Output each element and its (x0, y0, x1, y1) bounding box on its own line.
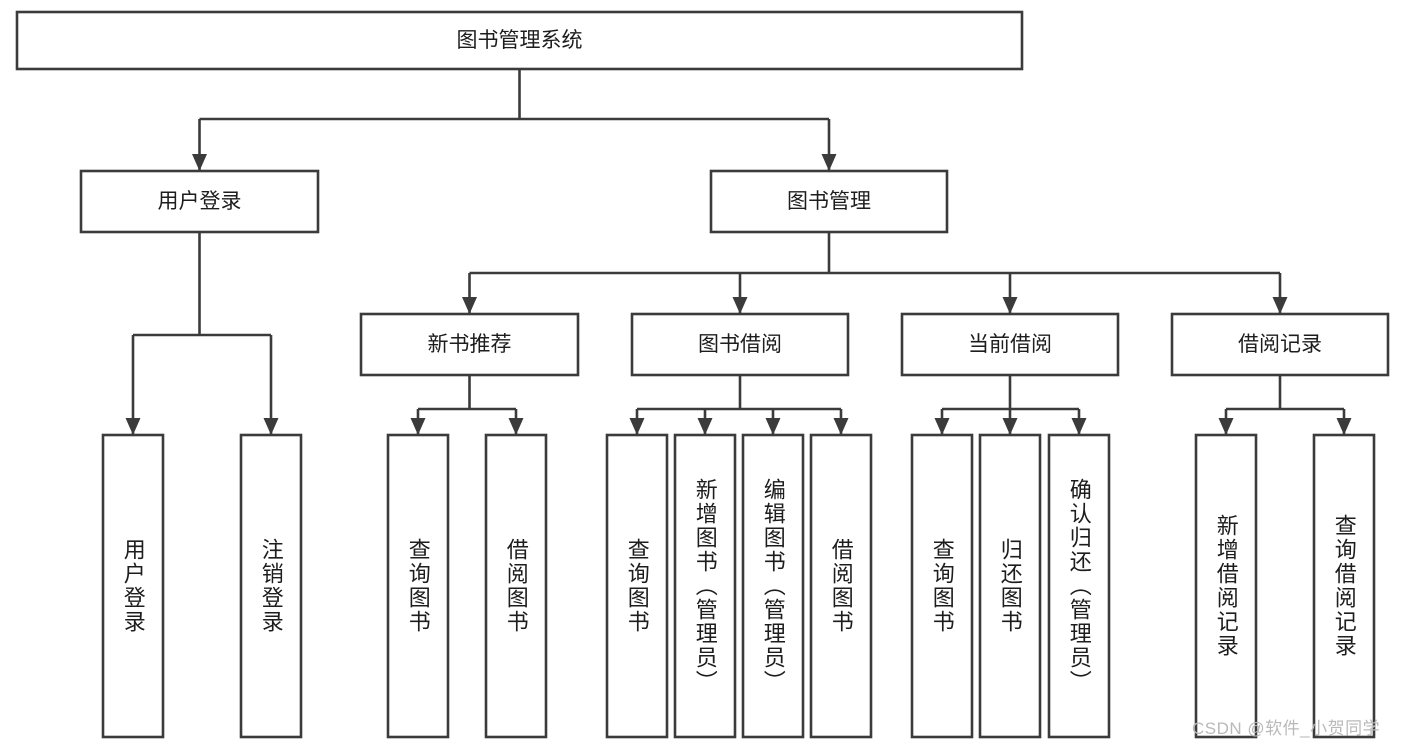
node-box-cb-return-book[interactable] (978, 433, 1042, 739)
arrow-head-icon (1336, 418, 1352, 435)
node-label-current-borrow: 当前借阅 (968, 333, 1052, 356)
node-box-user-login[interactable] (79, 169, 320, 234)
node-label-root: 图书管理系统 (457, 29, 583, 52)
node-label-book-borrow: 图书借阅 (698, 333, 782, 356)
node-box-book-borrow[interactable] (630, 312, 850, 377)
arrow-head-icon (821, 154, 837, 171)
node-box-root[interactable] (15, 10, 1024, 71)
arrow-head-icon (1218, 418, 1234, 435)
watermark-text: CSDN @软件_小贺同学 (1192, 719, 1381, 738)
node-box-br-add-record[interactable] (1194, 433, 1258, 739)
node-box-borrow-record[interactable] (1170, 312, 1390, 377)
node-box-layer (15, 10, 1390, 739)
arrow-head-icon (192, 154, 207, 171)
arrow-head-icon (934, 418, 950, 435)
node-box-nbr-query-book[interactable] (386, 433, 450, 739)
arrow-head-icon (125, 418, 141, 435)
node-label-borrow-record: 借阅记录 (1238, 333, 1322, 356)
arrow-head-icon (697, 418, 713, 435)
node-box-bb-edit-book[interactable] (741, 433, 805, 739)
node-box-bb-borrow-book[interactable] (809, 433, 873, 739)
node-label-user-login: 用户登录 (158, 190, 242, 213)
arrow-head-icon (462, 297, 477, 314)
node-box-user-logout[interactable] (239, 433, 303, 739)
arrow-head-icon (765, 418, 781, 435)
node-box-user-login-do[interactable] (101, 433, 165, 739)
arrow-head-icon (263, 418, 279, 435)
node-box-book-manage[interactable] (709, 169, 949, 234)
node-box-nbr-borrow-book[interactable] (484, 433, 548, 739)
arrow-head-icon (833, 418, 849, 435)
arrow-head-icon (629, 418, 645, 435)
arrow-head-icon (1002, 297, 1018, 314)
node-box-new-book-recommend[interactable] (359, 312, 580, 377)
arrow-head-icon (508, 418, 524, 435)
node-box-cb-confirm-return[interactable] (1047, 433, 1111, 739)
node-box-br-query-record[interactable] (1312, 433, 1376, 739)
arrow-head-icon (410, 418, 426, 435)
node-box-current-borrow[interactable] (900, 312, 1120, 377)
arrow-head-icon (1071, 418, 1087, 435)
arrow-head-icon (732, 297, 748, 314)
node-box-bb-query-book[interactable] (605, 433, 669, 739)
arrow-head-icon (1272, 297, 1288, 314)
node-label-new-book-recommend: 新书推荐 (428, 333, 512, 356)
node-box-bb-add-book[interactable] (673, 433, 737, 739)
connector-layer (125, 69, 1352, 435)
arrow-head-icon (1002, 418, 1018, 435)
node-label-book-manage: 图书管理 (787, 190, 871, 213)
node-box-cb-query-book[interactable] (910, 433, 974, 739)
